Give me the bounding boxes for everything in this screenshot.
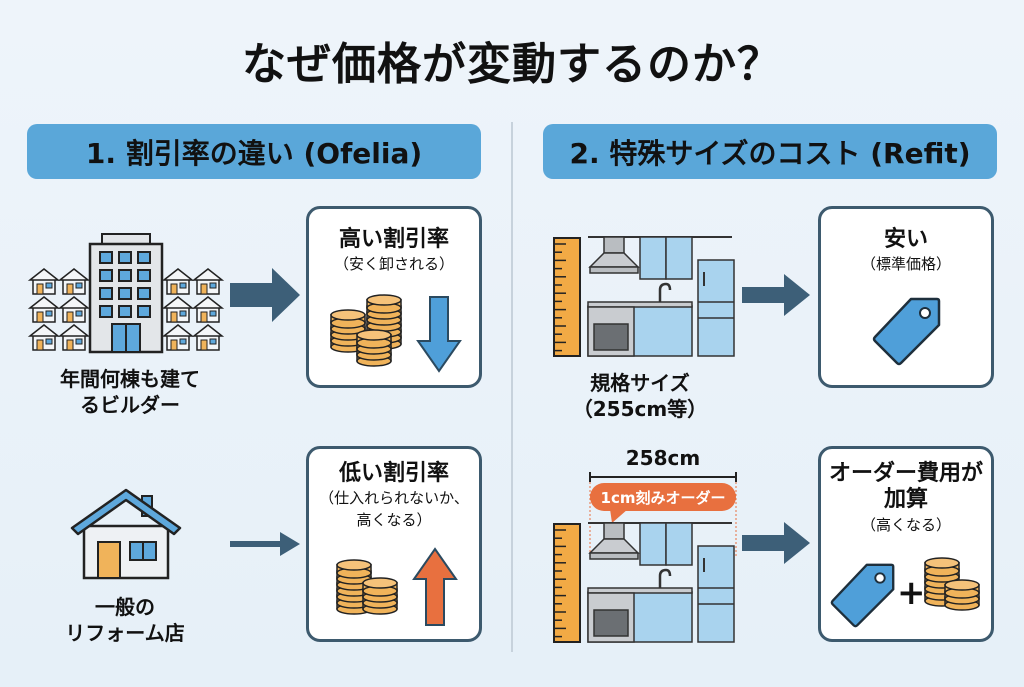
source-label-reform-shop: 一般の リフォーム店 [65, 595, 185, 645]
small-house-icon [191, 296, 225, 323]
kitchen-with-ruler-icon [553, 236, 735, 357]
result-box-high-discount: 高い割引率 （安く卸される） [306, 206, 482, 388]
kitchen-counter-icon [587, 568, 693, 643]
upper-cabinet-icon [639, 236, 693, 280]
result-subtitle-line-1: （仕入れられないか、 [319, 489, 469, 508]
result-title: 高い割引率 [338, 227, 449, 252]
dimension-label: 258cm [625, 446, 701, 470]
result-title: 安い [883, 227, 928, 252]
result-subtitle: （安く卸される） [333, 255, 454, 274]
upper-cabinet-icon [639, 522, 693, 566]
small-house-icon [27, 324, 61, 351]
small-house-icon [191, 268, 225, 295]
house-icon [70, 488, 182, 580]
small-house-icon [27, 296, 61, 323]
page-title: なぜ価格が変動するのか？ [242, 39, 782, 90]
result-subtitle: （高くなる） [860, 515, 951, 534]
small-house-icon [27, 268, 61, 295]
coin-stack [330, 309, 366, 353]
coin-stacks-icon [336, 559, 398, 615]
arrow-down-icon [416, 296, 462, 373]
small-house-icon [57, 268, 91, 295]
kitchen-counter-icon [587, 282, 693, 357]
range-hood-icon [588, 522, 640, 560]
refrigerator-icon [697, 259, 735, 357]
section-header-discount: 1. 割引率の違い (Ofelia) [27, 124, 481, 179]
range-hood-icon [588, 236, 640, 274]
coin-stack [362, 577, 398, 615]
callout-1cm-order: 1cm刻みオーダー [590, 483, 736, 511]
price-tag-icon [830, 563, 895, 628]
ruler-icon [553, 237, 581, 357]
result-box-cheap: 安い （標準価格） [818, 206, 994, 388]
result-title-line-1: オーダー費用が [828, 461, 983, 486]
source-label-builder: 年間何棟も建て るビルダー [60, 367, 200, 417]
section-divider [511, 122, 513, 652]
small-house-icon [191, 324, 225, 351]
flow-arrow-icon [230, 532, 300, 556]
coin-stack [944, 579, 980, 611]
coin-stacks-icon [330, 294, 402, 367]
ruler-icon [553, 523, 581, 643]
small-house-icon [161, 268, 195, 295]
small-house-icon [57, 324, 91, 351]
refrigerator-icon [697, 545, 735, 643]
apartment-building-with-houses-icon [27, 233, 225, 354]
coin-stacks-icon [924, 557, 980, 611]
result-subtitle: （標準価格） [860, 255, 951, 274]
small-house-icon [161, 324, 195, 351]
small-house-icon [161, 296, 195, 323]
flow-arrow-icon [742, 522, 810, 564]
arrow-up-icon [412, 547, 458, 626]
result-title: 低い割引率 [338, 461, 449, 486]
result-box-order-cost: オーダー費用が 加算 （高くなる） + [818, 446, 994, 642]
flow-arrow-icon [230, 268, 300, 322]
callout-tail-icon [610, 509, 628, 523]
flow-arrow-icon [742, 274, 810, 316]
section-header-special-size: 2. 特殊サイズのコスト (Refit) [543, 124, 997, 179]
result-title-line-2: 加算 [883, 487, 928, 513]
coin-stack [356, 329, 392, 367]
price-tag-icon [872, 297, 941, 366]
small-house-icon [57, 296, 91, 323]
result-subtitle-line-2: 高くなる） [356, 510, 432, 529]
source-label-standard-size: 規格サイズ （255cm等） [572, 371, 708, 421]
result-box-low-discount: 低い割引率 （仕入れられないか、 高くなる） [306, 446, 482, 642]
plus-icon: + [897, 573, 926, 613]
kitchen-with-ruler-icon [553, 522, 735, 643]
